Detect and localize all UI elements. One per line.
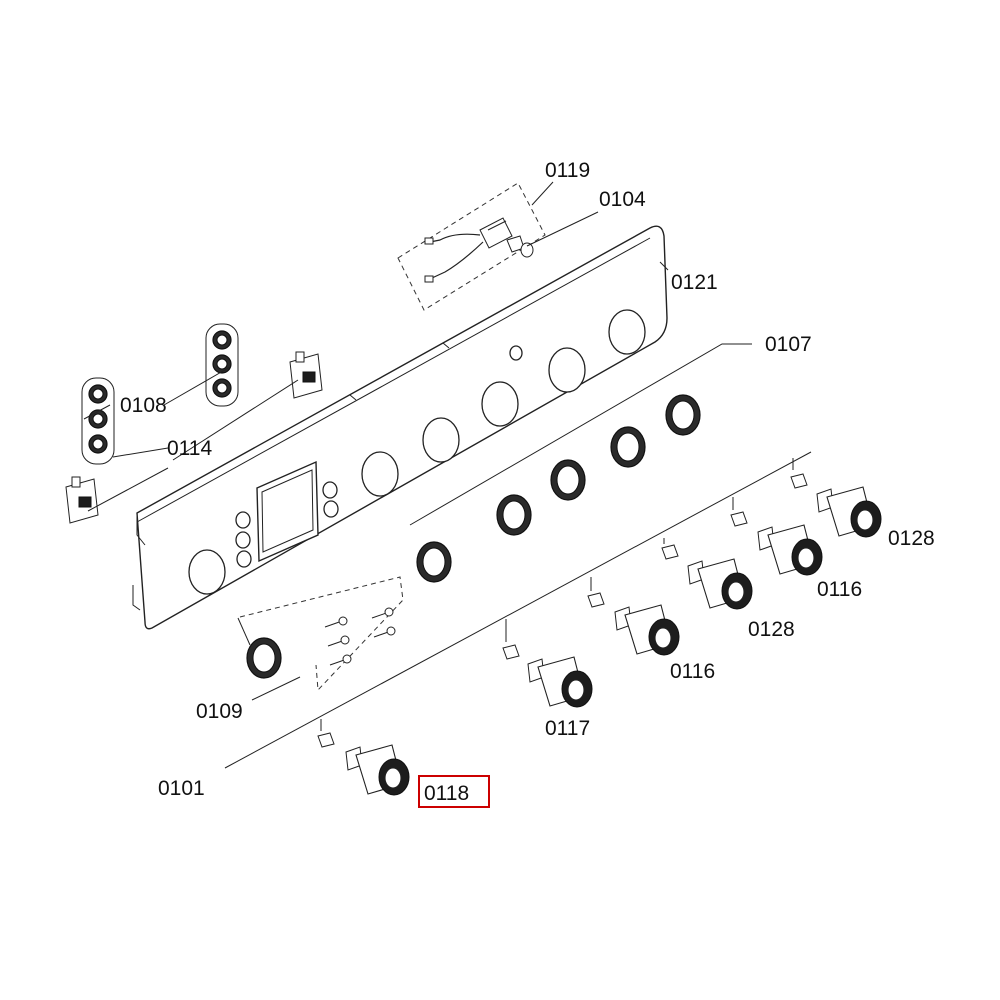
label-0114: 0114 — [167, 437, 212, 460]
label-0104: 0104 — [599, 188, 646, 211]
label-0116-top: 0116 — [817, 578, 862, 601]
leader-lines — [83, 181, 812, 769]
label-0107: 0107 — [765, 333, 812, 356]
label-0117: 0117 — [545, 717, 590, 740]
label-0108: 0108 — [120, 394, 167, 417]
knob-0117 — [502, 644, 593, 708]
switch-assembly-0119 — [397, 182, 546, 311]
screws-0109 — [239, 576, 404, 692]
label-0109: 0109 — [196, 700, 243, 723]
knob-0128-top — [790, 473, 882, 538]
control-panel-0121 — [132, 225, 668, 630]
label-0101: 0101 — [158, 777, 205, 800]
highlight-box-0118 — [418, 775, 490, 808]
switches-0114 — [65, 351, 323, 524]
knob-0116-top — [730, 511, 823, 576]
knob-0118 — [317, 732, 410, 796]
trim-rings-0107 — [246, 394, 701, 679]
label-0118: 0118 — [424, 782, 469, 805]
knob-0128-mid — [661, 544, 753, 610]
knob-0116-mid — [587, 592, 680, 656]
label-0128-mid: 0128 — [748, 618, 795, 641]
label-0128-top: 0128 — [888, 527, 935, 550]
label-0119: 0119 — [545, 159, 590, 182]
label-0116-mid: 0116 — [670, 660, 715, 683]
label-0121: 0121 — [671, 271, 718, 294]
part-labels: 0119 0104 0121 0107 0108 0114 0128 0116 … — [120, 159, 935, 808]
